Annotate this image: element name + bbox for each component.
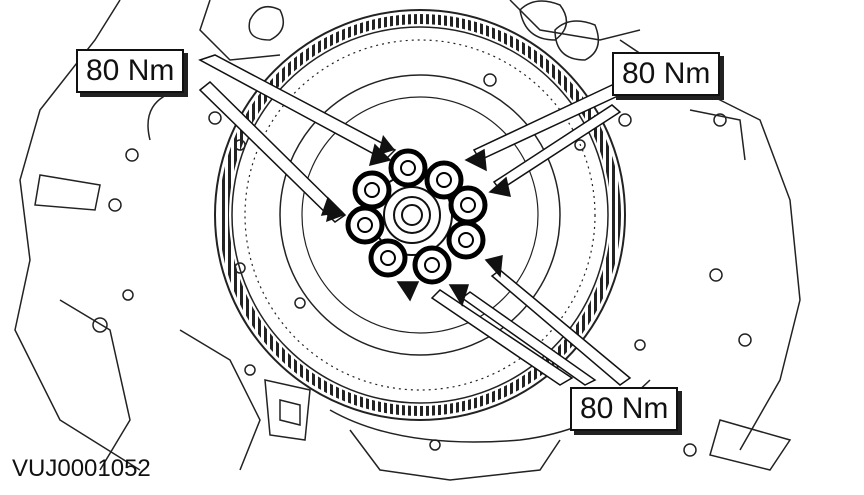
torque-callout-bottom-right: 80 Nm (570, 387, 679, 431)
flywheel (214, 9, 626, 421)
bolt (448, 185, 488, 225)
flywheel-bolts (345, 148, 488, 285)
bolt (368, 238, 408, 278)
bolt (352, 170, 392, 210)
callout-leaders (198, 54, 632, 386)
bolt (388, 148, 428, 188)
bolt (446, 220, 486, 260)
figure-id-label: VUJ0001052 (12, 455, 151, 482)
bolt (424, 160, 464, 200)
torque-callout-top-right: 80 Nm (612, 52, 721, 96)
bolt (412, 245, 452, 285)
bolt (345, 205, 385, 245)
torque-callout-top-left: 80 Nm (76, 49, 185, 93)
